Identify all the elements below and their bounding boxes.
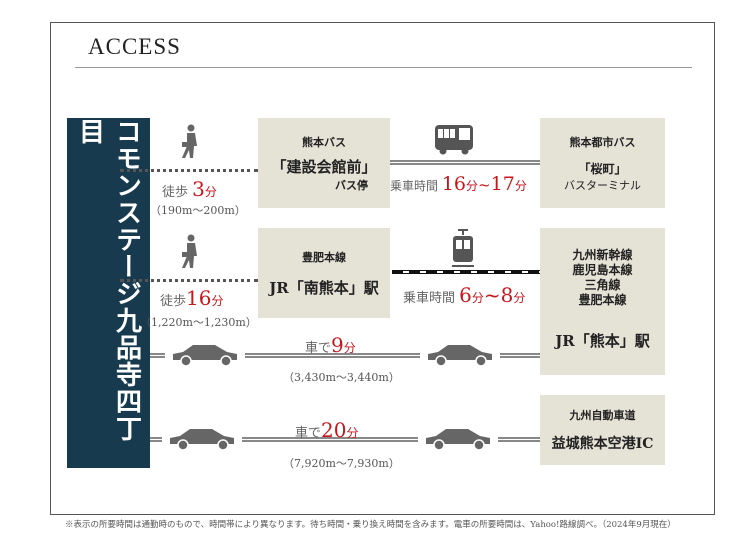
rail-route-line [392,270,540,274]
car-route-line-1 [150,353,540,358]
ride-unit: 分 [471,291,484,305]
ride-label: 乗車時間 [403,291,456,306]
car-icon [428,345,492,367]
ride-sep: ~ [483,283,501,307]
ride-unit: 分 [466,179,479,193]
terminal-name: 「桜町」 [578,161,627,176]
station-name: JR「熊本」駅 [555,332,650,350]
bus-stop-name: 「建設会館前」 [271,157,377,176]
ride-unit: 分 [513,291,526,305]
walker-icon [182,124,197,158]
title-divider [75,67,692,68]
station-line: 九州新幹線 [572,248,633,262]
car-distance: （3,430m～3,440m） [283,371,400,384]
station-minami-kumamoto-box: 豊肥本線 JR「南熊本」駅 [258,228,390,318]
walk-distance: （190m～200m） [150,204,246,217]
car-label: 車で [305,341,332,356]
station-name: JR「南熊本」駅 [269,278,379,297]
walk-distance: （1,220m～1,230m） [140,316,257,329]
walk-label: 徒歩 [162,185,189,200]
expressway-name: 九州自動車道 [569,409,636,422]
car-route-line-2 [150,437,540,442]
bus-stop-suffix: バス停 [335,178,368,192]
walk-path-2 [120,279,258,282]
car-time: 20 [321,418,347,442]
walk-label: 徒歩 [160,294,187,309]
ride-time-min: 6 [459,283,472,307]
ride-sep: ~ [478,176,491,194]
footnote: ※表示の所要時間は通勤時のもので、時間帯により異なります。待ち時間・乗り換え時間… [65,520,676,530]
car-distance: （7,920m～7,930m） [283,457,400,470]
station-line: 三角線 [584,278,621,292]
car-label: 車で [295,426,322,441]
ride-unit: 分 [514,179,527,193]
walk-time: 16 [186,286,212,310]
airport-ic-box: 九州自動車道 益城熊本空港IC [540,395,665,465]
page-title: ACCESS [88,34,181,59]
car-icon [426,429,490,451]
walker-icon [182,234,197,268]
bus-stop-box: 熊本バス 「建設会館前」 バス停 [258,118,390,208]
walk-unit: 分 [204,185,217,199]
access-frame [50,22,715,515]
ride-time-max: 17 [490,173,515,195]
car-unit: 分 [343,341,356,355]
station-kumamoto-box: 九州新幹線 鹿児島本線 三角線 豊肥本線 JR「熊本」駅 [540,228,665,375]
bus-line: 熊本バス [302,135,346,149]
station-line: 豊肥本線 [302,250,346,264]
property-name: コモンステージ九品寺四丁目 [67,118,150,468]
car-time: 9 [331,333,344,357]
bus-route-line [390,160,540,165]
walk-time: 3 [192,177,205,201]
ride-label: 乗車時間 [390,179,439,193]
walk-path-1 [120,169,258,172]
car-unit: 分 [346,426,359,440]
terminal-line: 熊本都市バス [569,135,636,149]
interchange-name: 益城熊本空港IC [551,436,654,452]
car-icon [173,345,237,367]
walk-unit: 分 [211,294,224,308]
ride-time-min: 16 [441,173,467,195]
bus-icon [435,125,473,155]
terminal-suffix: バスターミナル [564,178,641,192]
ride-time-max: 8 [500,283,514,307]
train-icon [452,229,474,267]
station-line: 鹿児島本線 [572,263,633,277]
bus-terminal-box: 熊本都市バス 「桜町」 バスターミナル [540,118,665,208]
car-icon [170,429,234,451]
station-line: 豊肥本線 [578,293,627,307]
